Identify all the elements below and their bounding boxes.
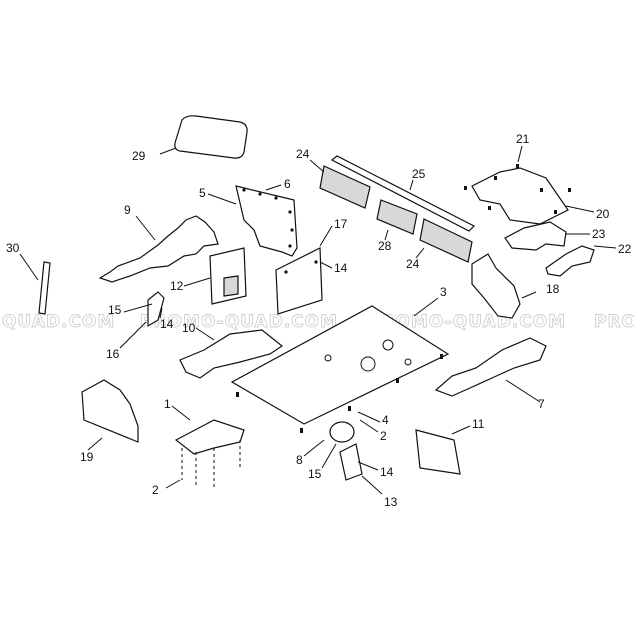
callout-5: 5 xyxy=(199,186,206,200)
part-10 xyxy=(179,329,284,379)
part-30 xyxy=(38,261,51,315)
callout-14-a: 14 xyxy=(334,261,348,275)
callout-28: 28 xyxy=(378,239,392,253)
part-18 xyxy=(471,253,521,319)
watermark-mid: PROMO-QUAD.COM xyxy=(140,312,338,332)
floor-hole-2 xyxy=(382,339,394,351)
floor-hole-4 xyxy=(404,358,412,366)
callout-24-upper: 24 xyxy=(296,147,310,161)
part-21-fasteners xyxy=(464,164,571,214)
callout-1: 1 xyxy=(164,397,171,411)
part-1-bolts xyxy=(181,440,241,490)
part-5-holes xyxy=(242,188,294,248)
part-1 xyxy=(174,419,245,455)
callout-16: 16 xyxy=(106,347,120,361)
part-3 xyxy=(230,305,450,425)
callout-15-b: 15 xyxy=(308,467,322,481)
part-16 xyxy=(147,291,165,328)
watermark-left: QUAD.COM xyxy=(2,312,115,332)
callout-2-b: 2 xyxy=(380,429,387,443)
callout-20: 20 xyxy=(596,207,610,221)
part-11 xyxy=(415,429,461,475)
callout-9: 9 xyxy=(124,203,131,217)
part-19 xyxy=(81,379,139,443)
callout-13: 13 xyxy=(384,495,398,509)
callout-17: 17 xyxy=(334,217,348,231)
callout-23: 23 xyxy=(592,227,606,241)
callout-6: 6 xyxy=(284,177,291,191)
part-24-upper xyxy=(319,165,371,209)
callout-14-b: 14 xyxy=(160,317,174,331)
callout-3: 3 xyxy=(440,285,447,299)
part-23 xyxy=(504,221,567,251)
callout-12: 12 xyxy=(170,279,184,293)
callout-4: 4 xyxy=(382,413,389,427)
callout-19: 19 xyxy=(80,450,94,464)
part-5 xyxy=(235,185,298,257)
callout-22: 22 xyxy=(618,242,632,256)
floor-hole-1 xyxy=(360,356,376,372)
watermark-right: PRO xyxy=(594,312,634,332)
floor-hole-3 xyxy=(324,354,332,362)
floor-fasteners xyxy=(236,354,443,433)
part-13 xyxy=(339,443,363,481)
part-17 xyxy=(275,247,323,315)
callout-10: 10 xyxy=(182,321,196,335)
part-24-lower xyxy=(419,218,473,263)
callout-24-lower: 24 xyxy=(406,257,420,271)
callout-21: 21 xyxy=(516,132,530,146)
callout-25: 25 xyxy=(412,167,426,181)
part-25 xyxy=(330,155,476,232)
callout-14-c: 14 xyxy=(380,465,394,479)
part-8-disc xyxy=(329,421,355,443)
part-9 xyxy=(98,215,219,283)
part-22 xyxy=(545,245,595,277)
part-28 xyxy=(376,199,418,235)
callout-2-a: 2 xyxy=(152,483,159,497)
callout-15-a: 15 xyxy=(108,303,122,317)
callout-11: 11 xyxy=(472,417,485,431)
callout-18: 18 xyxy=(546,282,560,296)
part-29 xyxy=(174,115,248,159)
callout-30: 30 xyxy=(6,241,20,255)
part-12-cutout xyxy=(223,275,239,297)
callout-7: 7 xyxy=(538,397,545,411)
callout-8: 8 xyxy=(296,453,303,467)
part-7 xyxy=(434,337,547,397)
callout-29: 29 xyxy=(132,149,146,163)
watermark-mid2: PROMO-QUAD.COM xyxy=(368,312,566,332)
part-21-panel xyxy=(471,167,569,225)
